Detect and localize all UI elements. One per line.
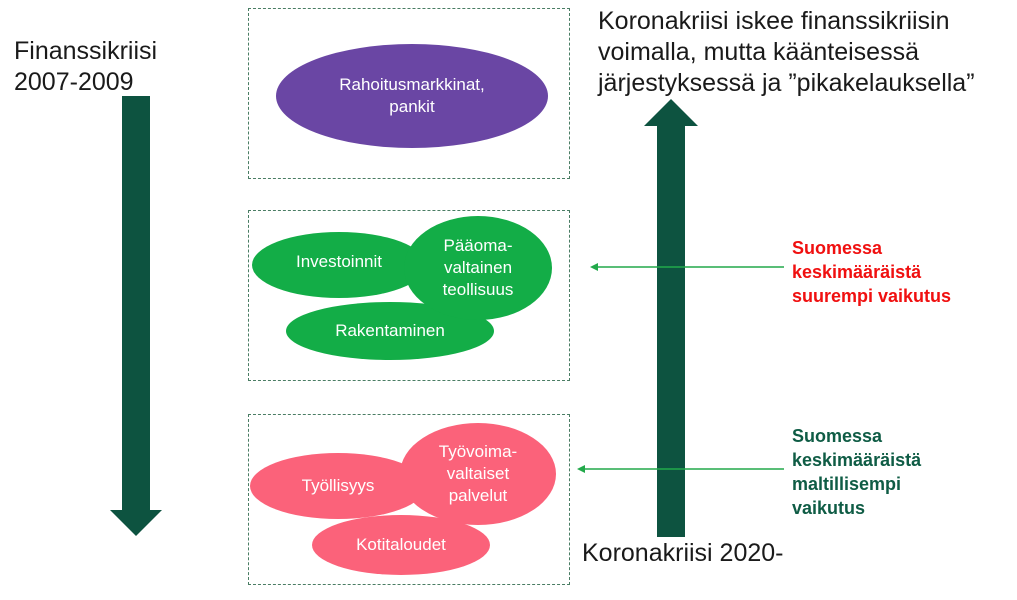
pointer-line-larger [590,263,784,271]
pointer-line-milder [577,465,784,473]
note-larger-impact: Suomessa keskimääräistä suurempi vaikutu… [792,238,952,306]
services-ellipse-employment: Työllisyys [250,453,426,519]
up-arrow [644,99,698,537]
down-arrow [110,96,162,536]
left-heading: Finanssikriisi 2007-2009 [14,37,158,96]
industry-box [248,210,570,381]
finance-ellipse: Rahoitusmarkkinat, pankit [276,44,548,148]
finance-box [248,8,570,179]
right-heading: Koronakriisi iskee finanssikriisin voima… [598,7,975,97]
industry-ellipse-investments: Investoinnit [252,232,426,298]
industry-ellipse-capital-industry: Pääoma- valtainen teollisuus [404,216,552,320]
services-ellipse-labour-services: Työvoima- valtaiset palvelut [400,423,556,525]
services-box [248,414,570,585]
services-ellipse-households: Kotitaloudet [312,515,490,575]
bottom-label: Koronakriisi 2020- [582,539,784,567]
note-milder-impact: Suomessa keskimääräistä maltillisempi va… [792,426,922,518]
